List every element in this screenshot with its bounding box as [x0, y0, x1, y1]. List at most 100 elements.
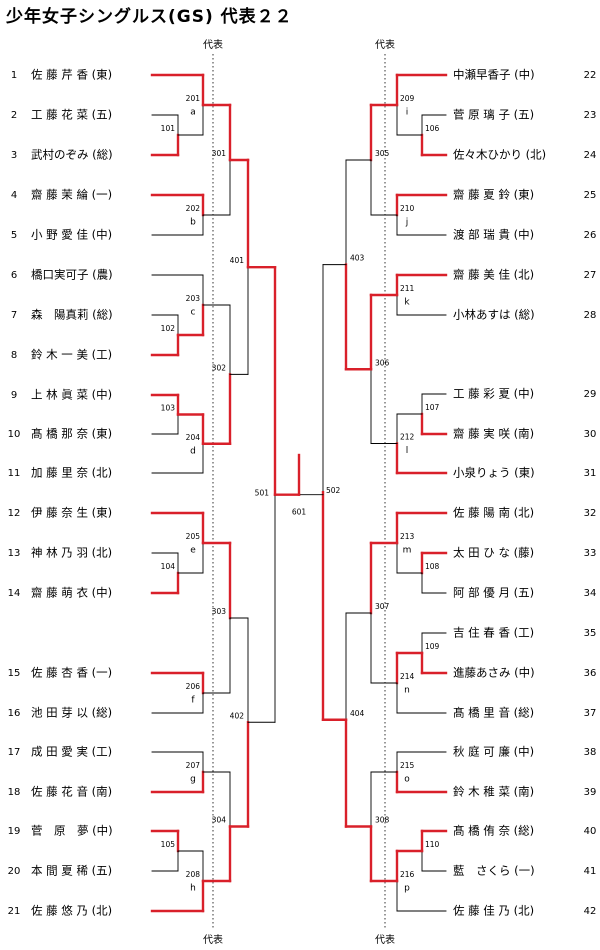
player-name: 成 田 愛 実 (工): [31, 745, 112, 759]
player-number: 17: [8, 747, 21, 758]
player-number: 19: [8, 826, 21, 837]
player-number: 16: [8, 708, 21, 719]
player-number: 24: [584, 150, 597, 161]
match-number: 205: [186, 532, 201, 541]
player-name: 菅 原 璃 子 (五): [453, 108, 534, 122]
player-name: 武村のぞみ (総): [31, 148, 113, 162]
player-number: 12: [8, 508, 21, 519]
match-number: 216: [400, 870, 415, 879]
player-number: 5: [11, 230, 17, 241]
player-name: 髙 橋 侑 奈 (総): [453, 824, 534, 838]
player-number: 29: [584, 389, 597, 400]
match-number: 213: [400, 532, 415, 541]
match-number: 212: [400, 433, 415, 442]
match-letter: g: [190, 775, 196, 785]
match-number: 210: [400, 204, 415, 213]
match-number: 303: [212, 607, 227, 616]
player-number: 11: [8, 468, 21, 479]
player-number: 9: [11, 390, 17, 401]
match-letter: p: [404, 884, 410, 894]
match-letter: a: [190, 108, 196, 118]
match-letter: b: [190, 218, 196, 228]
player-name: 中瀬早香子 (中): [453, 68, 535, 82]
player-name: 佐 藤 杏 香 (一): [31, 666, 112, 680]
player-name: 佐 藤 陽 南 (北): [453, 506, 534, 520]
player-number: 4: [11, 190, 17, 201]
player-name: 髙 橋 里 音 (総): [453, 706, 534, 720]
match-number: 202: [186, 204, 201, 213]
player-name: 工 藤 花 菜 (五): [31, 108, 112, 122]
player-name: 本 間 夏 稀 (五): [31, 864, 112, 878]
player-name: 加 藤 里 奈 (北): [31, 466, 112, 480]
match-letter: o: [404, 775, 410, 785]
player-number: 42: [584, 906, 597, 917]
player-name: 佐 藤 花 音 (南): [31, 785, 112, 799]
match-letter: c: [191, 308, 196, 318]
match-letter: e: [190, 546, 196, 556]
match-number: 304: [212, 816, 227, 825]
player-number: 20: [8, 866, 21, 877]
player-number: 14: [8, 588, 21, 599]
player-number: 7: [11, 310, 17, 321]
match-number: 208: [186, 870, 201, 879]
representative-label-bottom-left: 代表: [203, 933, 223, 946]
match-number: 214: [400, 672, 415, 681]
player-name: 池 田 芽 以 (総): [31, 706, 112, 720]
match-number: 306: [375, 358, 390, 367]
representative-label-bottom-right: 代表: [375, 933, 395, 946]
match-letter: i: [406, 108, 409, 118]
match-number: 209: [400, 94, 415, 103]
player-name: 進藤あさみ (中): [453, 666, 535, 680]
player-number: 25: [584, 190, 597, 201]
player-number: 35: [584, 628, 597, 639]
match-number: 301: [212, 149, 227, 158]
player-name: 髙 橋 那 奈 (東): [31, 427, 112, 441]
player-number: 8: [11, 350, 17, 361]
match-letter: k: [404, 298, 410, 308]
representative-label-top-right: 代表: [375, 38, 395, 51]
match-number: 108: [425, 562, 440, 571]
match-number: 402: [230, 711, 245, 720]
player-number: 30: [584, 429, 597, 440]
match-number: 201: [186, 94, 201, 103]
match-number: 601: [292, 508, 307, 517]
match-number: 107: [425, 403, 440, 412]
match-number: 305: [375, 149, 390, 158]
player-name: 神 林 乃 羽 (北): [31, 546, 112, 560]
player-number: 39: [584, 787, 597, 798]
player-number: 26: [584, 230, 597, 241]
player-name: 小泉りょう (東): [453, 466, 535, 480]
player-number: 15: [8, 668, 21, 679]
match-number: 102: [161, 324, 176, 333]
player-number: 1: [11, 70, 17, 81]
player-number: 36: [584, 668, 597, 679]
match-number: 109: [425, 642, 440, 651]
match-number: 207: [186, 761, 201, 770]
player-name: 佐々木ひかり (北): [453, 148, 546, 162]
player-name: 佐 藤 芹 香 (東): [31, 68, 112, 82]
player-number: 3: [11, 150, 17, 161]
match-letter: m: [403, 546, 412, 556]
match-number: 203: [186, 294, 201, 303]
match-number: 401: [230, 256, 245, 265]
player-number: 22: [584, 70, 597, 81]
match-number: 103: [161, 404, 176, 413]
player-number: 33: [584, 548, 597, 559]
player-number: 2: [11, 110, 17, 121]
player-name: 小林あすは (総): [453, 308, 535, 322]
player-number: 40: [584, 826, 597, 837]
match-number: 502: [326, 486, 341, 495]
player-name: 齋 藤 夏 鈴 (東): [453, 188, 534, 202]
player-number: 28: [584, 310, 597, 321]
player-number: 21: [8, 906, 21, 917]
player-number: 41: [584, 866, 597, 877]
player-number: 10: [8, 429, 21, 440]
player-number: 34: [584, 588, 597, 599]
match-letter: h: [190, 884, 196, 894]
player-name: 秋 庭 可 廉 (中): [453, 745, 534, 759]
match-letter: f: [191, 696, 195, 706]
player-name: 太 田 ひ な (藤): [453, 546, 534, 560]
match-number: 106: [425, 124, 440, 133]
